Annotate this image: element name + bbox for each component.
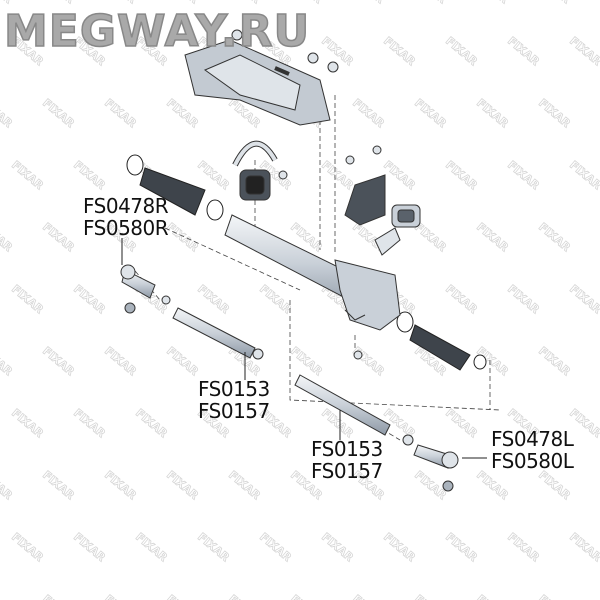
rack-housing xyxy=(224,214,401,331)
part-number: FS0153 xyxy=(311,437,383,461)
tie-rod-end-left xyxy=(353,350,459,492)
label-inner-tie-rod-right: FS0153 FS0157 xyxy=(311,438,383,482)
part-number: FS0478L xyxy=(491,427,574,451)
tie-rod-end-right xyxy=(120,264,156,314)
inner-tie-rod-left xyxy=(161,295,264,360)
right-bracket xyxy=(344,145,421,228)
part-number: FS0153 xyxy=(198,377,270,401)
label-inner-tie-rod-left: FS0153 FS0157 xyxy=(198,378,270,422)
boot-left-side xyxy=(396,311,487,371)
mounting-bracket xyxy=(184,29,339,126)
watermark-text: FIXAR xyxy=(0,0,15,6)
part-number: FS0580L xyxy=(491,449,574,473)
label-tie-rod-end-right: FS0478R FS0580R xyxy=(83,194,169,240)
megway-logo: MEGWAY.RU xyxy=(3,5,311,58)
label-tie-rod-end-left: FS0478L FS0580L xyxy=(491,427,574,473)
part-number: FS0157 xyxy=(311,459,383,483)
clamp-and-bushing xyxy=(232,140,288,201)
inner-tie-rod-right xyxy=(294,374,414,446)
part-number: FS0580R xyxy=(83,216,169,240)
boot-right-side xyxy=(126,154,224,221)
part-number: FS0157 xyxy=(198,399,270,423)
leader-lines xyxy=(121,238,487,459)
part-number: FS0478R xyxy=(83,194,169,218)
